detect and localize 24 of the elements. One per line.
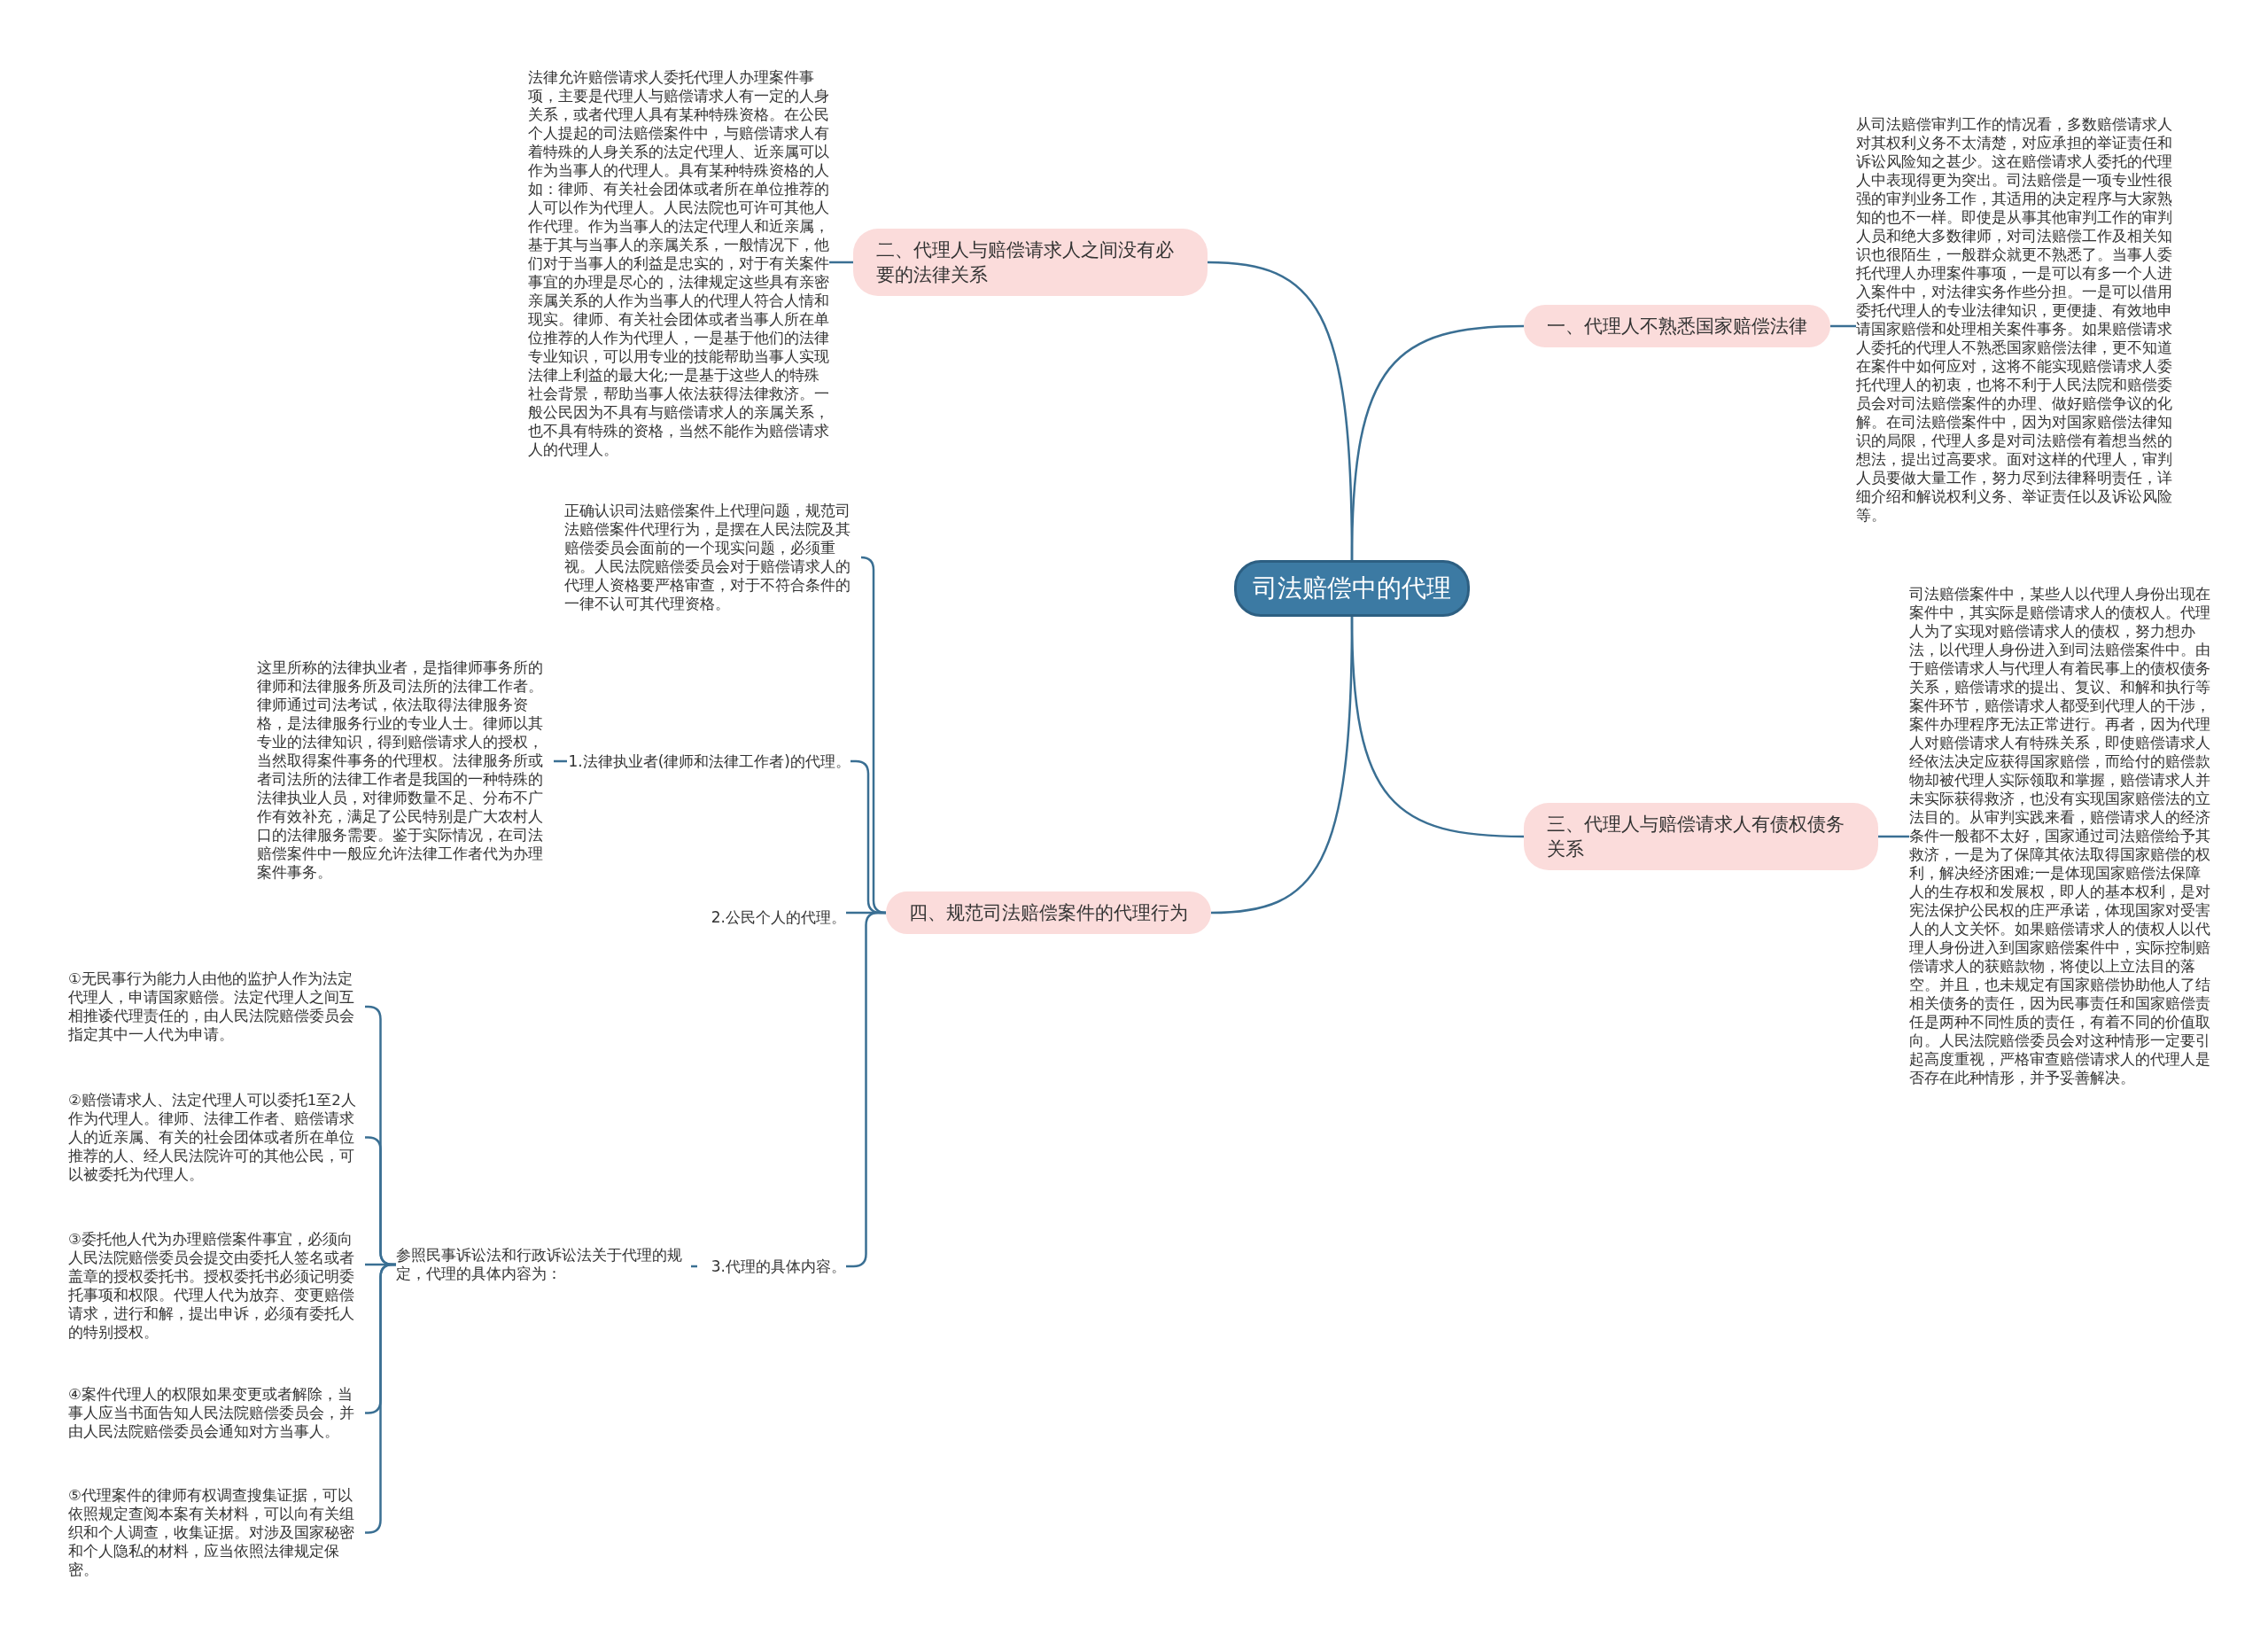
subtopic-text: 1.法律执业者(律师和法律工作者)的代理。 [567,751,850,771]
note-text: ⑤代理案件的律师有权调查搜集证据，可以依照规定查阅本案有关材料，可以向有关组织和个人调查，收集证据。对涉及国家秘密和个人隐私的材料，应当依照法律规定保密。 [68,1486,365,1579]
note-text: 司法赔偿案件中，某些人以代理人身份出现在案件中，其实际是赔偿请求人的债权人。代理人为了实现对赔偿请求人的债权，努力想办法，以代理人身份进入到司法赔偿案件中。由于赔偿请求人与代理人有着民事上的债权债务关系，赔偿请求的提出、复议、和解和执行等案件环节，赔偿请求人都受到代理人的干涉，案件办理程序无法正常进行。再者，因为代理人对赔偿请求人有特殊关系，即使赔偿请求人经依法决定应获得国家赔偿，而给付的赔偿款物却被代理人实际领取和掌握，赔偿请求人并未实际获得救济，也没有实现国家赔偿法的立法目的。从审判实践来看，赔偿请求人的经济条件一般都不太好，国家通过司法赔偿给予其救济，一是为了保障其依法取得国家赔偿的权利，解决经济困难;一是体现国家赔偿法保障人的生存权和发展权，即人的基本权利，是对宪法保护公民权的庄严承诺，体现国家对受害人的人文关怀。如果赔偿请求人的债权人以代理人身份进入到国家赔偿案件中，实际控制赔偿请求人的获赔款物，将使以上立法目的落空。并且，也未规定有国家赔偿协助他人了结相关债务的责任，因为民事责任和国家赔偿责任是两种不同性质的责任，有着不同的价值取向。人民法院赔偿委员会对这种情形一定要引起高度重视，严格审查赔偿请求人的代理人是否存在此种情形，并予妥善解决。 [1909,585,2210,1087]
subtopic-text: 2.公民个人的代理。 [691,907,846,927]
note-text: ④案件代理人的权限如果变更或者解除，当事人应当书面告知人民法院赔偿委员会，并由人民法院赔偿委员会通知对方当事人。 [68,1385,365,1441]
connector-line [1350,324,1525,561]
connector-line [554,759,567,763]
branch-topic: 三、代理人与赔偿请求人有债权债务关系 [1524,803,1878,870]
connector-line [1878,835,1909,838]
note-text: ③委托他人代为办理赔偿案件事宜，必须向人民法院赔偿委员会提交由委托人签名或者盖章的授权委托书。授权委托书必须记明委托事项和权限。代理人代为放弃、变更赔偿请求，进行和解，提出申诉，必须有委托人的特别授权。 [68,1230,365,1342]
connector-line [1210,617,1354,915]
connector-line [691,1265,697,1268]
note-text: ①无民事行为能力人由他的监护人作为法定代理人，申请国家赔偿。法定代理人之间互相推诿代理责任的，由人民法院赔偿委员会指定其中一人代为申请。 [68,969,365,1044]
note-text: 这里所称的法律执业者，是指律师事务所的律师和法律服务所及司法所的法律工作者。律师通过司法考试，依法取得法律服务资格，是法律服务行业的专业人士。律师以其专业的法律知识，得到赔偿请求人的授权，当然取得案件事务的代理权。法律服务所或者司法所的法律工作者是我国的一种特殊的法律执业人员，对律师数量不足、分布不广作有效补充，满足了公民特别是广大农村人口的法律服务需要。鉴于实际情况，在司法赔偿案件中一般应允许法律工作者代为办理案件事务。 [257,658,554,882]
connector-line [1830,324,1856,328]
branch-topic: 二、代理人与赔偿请求人之间没有必要的法律关系 [853,229,1208,296]
branch-topic: 四、规范司法赔偿案件的代理行为 [886,891,1211,934]
note-text: 从司法赔偿审判工作的情况看，多数赔偿请求人对其权利义务不太清楚，对应承担的举证责任和诉讼风险知之甚少。这在赔偿请求人委托的代理人中表现得更为突出。司法赔偿是一项专业性很强的审判业务工作，其适用的决定程序与大家熟知的也不一样。即使是从事其他审判工作的审判人员和绝大多数律师，对司法赔偿工作及相关知识也很陌生，一般群众就更不熟悉了。当事人委托代理人办理案件事项，一是可以有多一个人进入案件中，对法律实务作些分担。一是可以借用委托代理人的专业法律知识，更便捷、有效地申请国家赔偿和处理相关案件事务。如果赔偿请求人委托的代理人不熟悉国家赔偿法律，更不知道在案件中如何应对，这将不能实现赔偿请求人委托代理人的初衷，也将不利于人民法院和赔偿委员会对司法赔偿案件的办理、做好赔偿争议的化解。在司法赔偿案件中，因为对国家赔偿法律知识的局限，代理人多是对司法赔偿有着想当然的想法，提出过高要求。面对这样的代理人，审判人员要做大量工作，努力尽到法律释明责任，详细介绍和解说权利义务、举证责任以及诉讼风险等。 [1856,115,2175,525]
central-topic: 司法赔偿中的代理 [1234,560,1470,617]
connector-line [829,261,853,264]
note-text: 法律允许赔偿请求人委托代理人办理案件事项，主要是代理人与赔偿请求人有一定的人身关系，或者代理人具有某种特殊资格。在公民个人提起的司法赔偿案件中，与赔偿请求人有着特殊的人身关系的法定代理人、近亲属可以作为当事人的代理人。具有某种特殊资格的人如：律师、有关社会团体或者所在单位推荐的人可以作为代理人。人民法院也可许可其他人作代理。作为当事人的法定代理人和近亲属，基于其与当事人的亲属关系，一般情况下，他们对于当事人的利益是忠实的，对于有关案件事宜的办理是尽心的，法律规定这些具有亲密亲属关系的人作为当事人的代理人符合人情和现实。律师、有关社会团体或者当事人所在单位推荐的人作为代理人，一是基于他们的法律专业知识，可以用专业的技能帮助当事人实现法律上利益的最大化;一是基于这些人的特殊社会背景，帮助当事人依法获得法律救济。一般公民因为不具有与赔偿请求人的亲属关系，也不具有特殊的资格，当然不能作为赔偿请求人的代理人。 [528,68,829,459]
branch-topic: 一、代理人不熟悉国家赔偿法律 [1524,305,1830,347]
note-text: ②赔偿请求人、法定代理人可以委托1至2人作为代理人。律师、法律工作者、赔偿请求人的近亲属、有关的社会团体或者所在单位推荐的人、经人民法院许可的其他公民，可以被委托为代理人。 [68,1091,365,1184]
note-text: 正确认识司法赔偿案件上代理问题，规范司法赔偿案件代理行为，是摆在人民法院及其赔偿委员会面前的一个现实问题，必须重视。人民法院赔偿委员会对于赔偿请求人的代理人资格要严格审查，对于不符合条件的一律不认可其代理资格。 [564,502,861,613]
